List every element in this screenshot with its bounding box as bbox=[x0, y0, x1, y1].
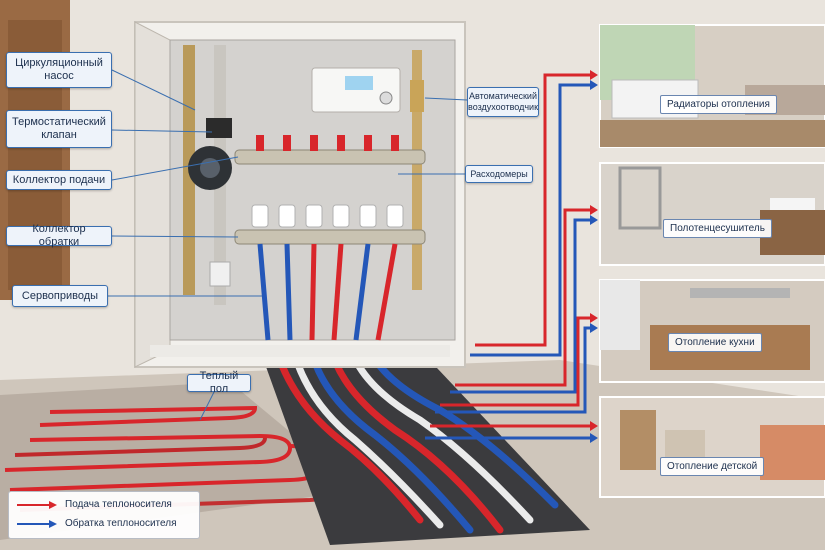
callout-air-vent: Автоматический воздухоотводчик bbox=[467, 87, 539, 117]
cabinet-plinth bbox=[150, 345, 450, 357]
callout-leaders bbox=[108, 69, 468, 421]
legend-return-label: Обратка теплоносителя bbox=[65, 518, 177, 529]
controller-knob bbox=[379, 91, 393, 105]
callout-servo: Сервоприводы bbox=[12, 285, 108, 307]
legend-return: Обратка теплоносителя bbox=[17, 518, 177, 529]
room-label-radiators: Радиаторы отопления bbox=[660, 95, 777, 114]
legend: Подача теплоносителя Обратка теплоносите… bbox=[8, 491, 200, 539]
room-panel-bathroom bbox=[599, 162, 825, 266]
callout-pump: Циркуляционный насос bbox=[6, 52, 112, 88]
cabinet-door bbox=[134, 21, 171, 368]
callout-return-manifold: Коллектор обратки bbox=[6, 223, 112, 248]
flowmeters-row bbox=[256, 135, 399, 151]
room-arrows bbox=[425, 73, 590, 440]
right-riser-pipe bbox=[412, 50, 422, 290]
floor-pipes bbox=[271, 341, 559, 534]
callout-floor: Теплый пол bbox=[187, 370, 251, 395]
callout-flowmeters: Расходомеры bbox=[465, 165, 533, 183]
air-vent-device bbox=[410, 80, 424, 112]
return-manifold-bar bbox=[234, 229, 426, 245]
controller-display bbox=[345, 76, 373, 90]
thermo-valve-head bbox=[206, 118, 232, 138]
room-panel-living bbox=[599, 24, 825, 148]
room-label-towel: Полотенцесушитель bbox=[663, 219, 772, 238]
room-panel-kids bbox=[599, 396, 825, 498]
room-label-kitchen: Отопление кухни bbox=[668, 333, 762, 352]
arrow-heads bbox=[590, 70, 598, 443]
arrow-right-icon bbox=[17, 500, 57, 509]
legend-supply: Подача теплоносителя bbox=[17, 499, 172, 510]
callout-supply-manifold: Коллектор подачи bbox=[6, 170, 112, 190]
cabinet-loop-pipes bbox=[257, 243, 398, 341]
servo-actuators bbox=[251, 204, 404, 228]
callout-thermo-valve: Термостатический клапан bbox=[6, 110, 112, 148]
room-panel-kitchen bbox=[599, 279, 825, 383]
room-label-kids: Отопление детской bbox=[660, 457, 765, 476]
legend-supply-label: Подача теплоносителя bbox=[65, 499, 172, 510]
supply-manifold-bar bbox=[234, 149, 426, 165]
thermo-head-bottom bbox=[209, 261, 231, 287]
arrow-right-icon bbox=[17, 519, 57, 528]
